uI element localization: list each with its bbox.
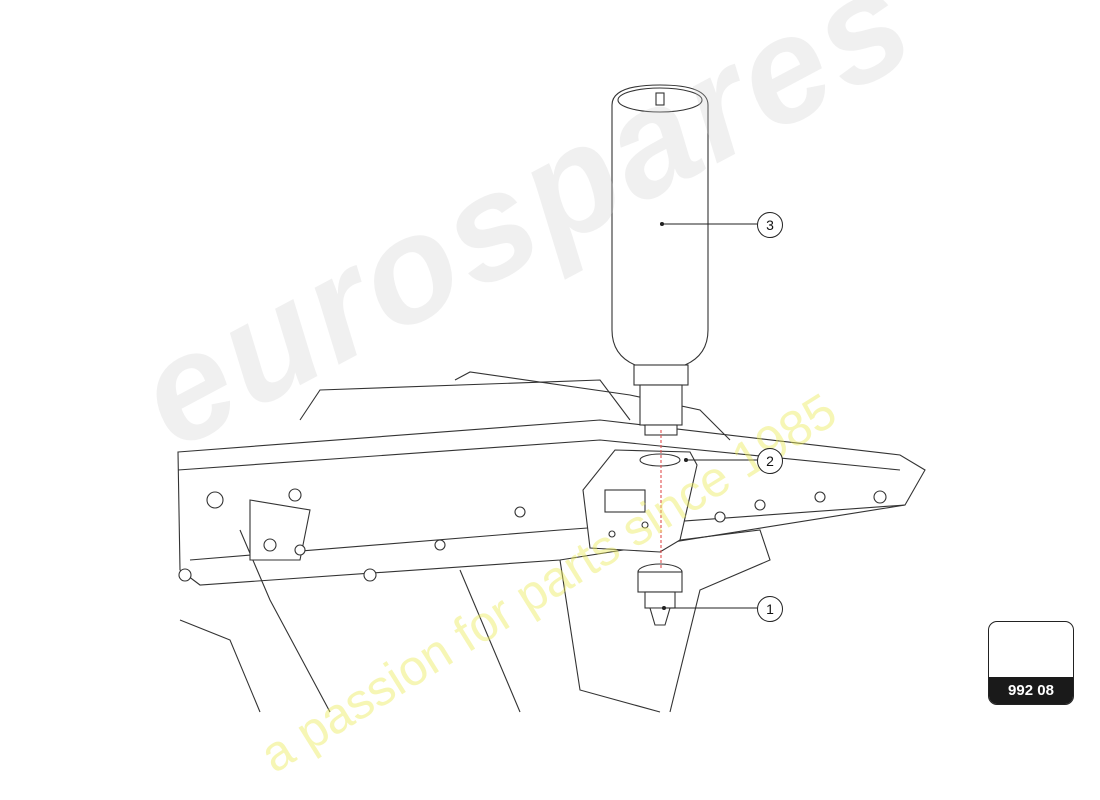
callout-2: 2 bbox=[757, 448, 783, 474]
mounting-bracket bbox=[582, 449, 698, 553]
valve-fitting bbox=[637, 563, 683, 626]
page-code: 992 08 bbox=[989, 677, 1073, 704]
callout-1: 1 bbox=[757, 596, 783, 622]
page-code-badge: 992 08 bbox=[988, 621, 1074, 705]
leader-lines bbox=[659, 221, 757, 611]
chassis-frame bbox=[177, 371, 926, 713]
callout-3: 3 bbox=[757, 212, 783, 238]
